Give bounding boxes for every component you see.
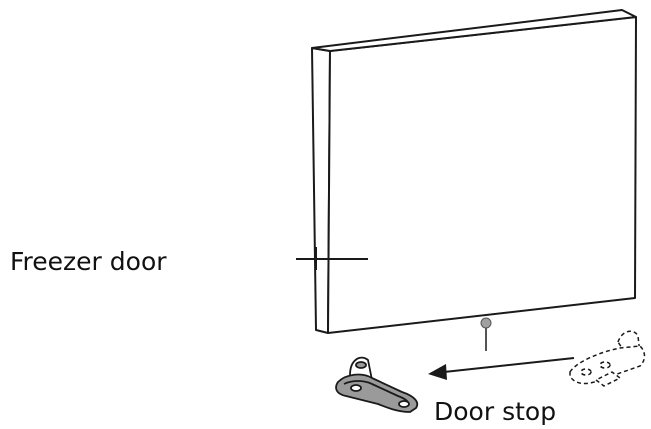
freezer-door-label: Freezer door: [10, 247, 167, 276]
freezer-door-top-edge: [311, 9, 637, 52]
freezer-door-front: [327, 16, 637, 334]
freezer-door-side: [311, 47, 331, 334]
door-stop-label: Door stop: [434, 397, 556, 426]
door-stop-dashed-icon: [569, 330, 646, 387]
door-stop-icon: [335, 356, 419, 413]
mounting-point-marker: [480, 317, 492, 351]
freezer-door: [311, 9, 637, 334]
direction-arrow: [428, 357, 575, 380]
